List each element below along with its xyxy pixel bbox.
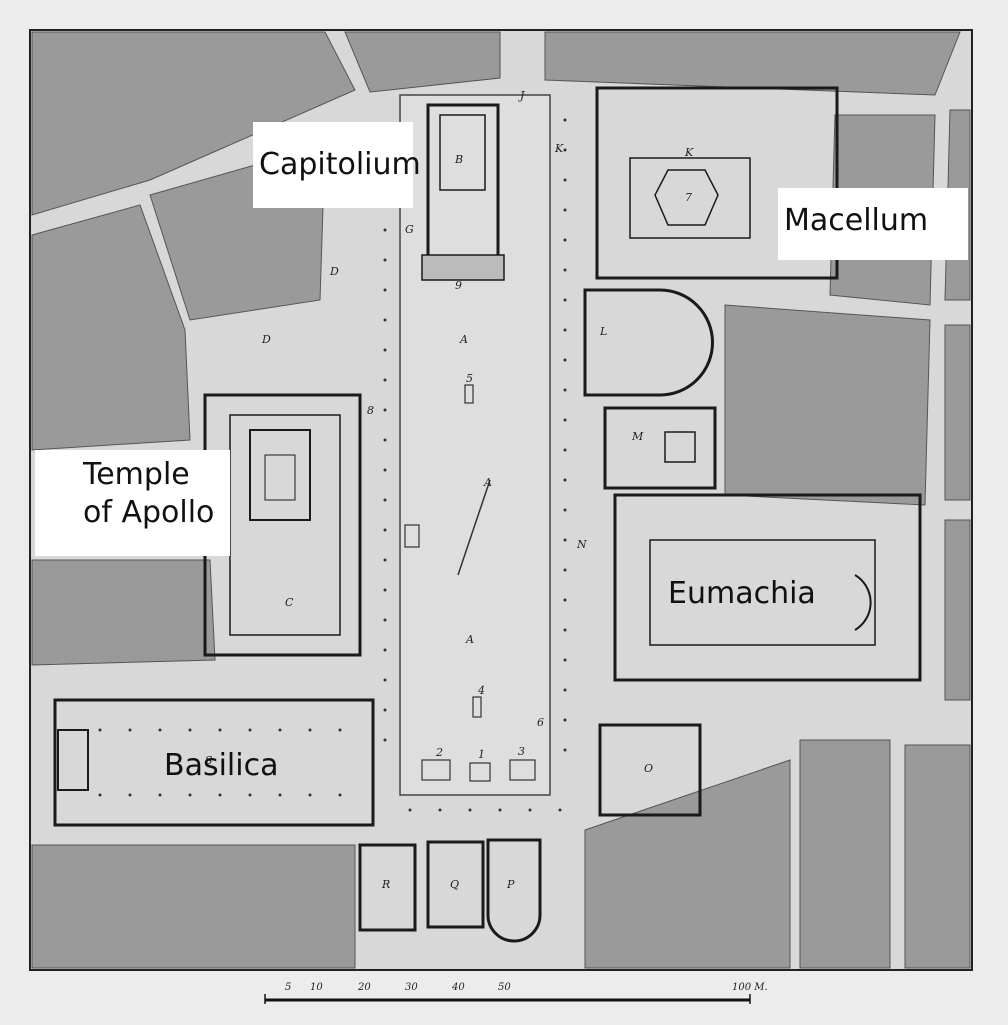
letter-q: Q: [450, 878, 459, 891]
label-macellum: Macellum: [778, 188, 968, 260]
letter-k1: K: [554, 142, 564, 155]
block-n: [344, 31, 501, 93]
number-8: 8: [367, 404, 374, 417]
letter-j: J: [518, 89, 525, 102]
block-s3: [799, 739, 891, 969]
label-basilica: Basilica: [164, 748, 279, 783]
letter-a3: A: [465, 633, 474, 646]
letter-a1: A: [459, 333, 468, 346]
letter-o: O: [644, 762, 653, 775]
eumachia-building: [613, 493, 922, 682]
block-nw: [31, 31, 356, 216]
number-2: 2: [435, 746, 443, 759]
building-o: [598, 723, 702, 817]
letter-g: G: [405, 223, 414, 236]
block-s2: [584, 759, 791, 969]
block-e4: [944, 519, 971, 701]
number-1: 1: [478, 748, 485, 761]
letter-d2: D: [261, 333, 271, 346]
scale-tick-50: 50: [498, 982, 511, 993]
scale-tick-40: 40: [451, 982, 465, 993]
block-e3: [944, 324, 971, 501]
label-temple-apollo-line1: Temple: [83, 457, 190, 492]
scale-tick-20: 20: [357, 982, 371, 993]
block-ne: [544, 31, 961, 96]
number-5: 5: [466, 372, 473, 385]
macellum-building: [595, 86, 839, 280]
scale-tick-100: 100 M.: [732, 982, 768, 993]
block-sw: [31, 559, 216, 666]
letter-c: C: [285, 596, 294, 609]
block-w1: [31, 204, 191, 451]
forum-monuments: [404, 384, 536, 782]
letter-p: P: [506, 878, 515, 891]
number-7: 7: [685, 191, 692, 204]
label-capitolium: Capitolium: [253, 122, 421, 208]
letter-a2: A: [483, 476, 492, 489]
label-temple-apollo-line2: of Apollo: [83, 495, 215, 530]
letter-r: R: [381, 878, 390, 891]
scale-tick-30: 30: [405, 982, 418, 993]
label-temple-apollo: Temple of Apollo: [35, 450, 230, 556]
block-e1: [724, 304, 931, 506]
letter-l: L: [599, 325, 607, 338]
building-l-m: [583, 288, 717, 490]
basilica-building: [53, 698, 375, 827]
capitolium-temple: [421, 103, 505, 281]
number-9: 9: [455, 279, 462, 292]
buildings-r-q-p: [358, 838, 542, 943]
forum-colonnade: [383, 118, 567, 812]
scale-tick-5: 5: [285, 982, 291, 993]
letter-k2: K: [684, 146, 694, 159]
scale-tick-10: 10: [310, 982, 323, 993]
forum-area: [399, 94, 551, 796]
scale-bar: 5 10 20 30 40 50 100 M.: [264, 982, 768, 1004]
plan-letters: B G J K K D D A A A S C L M N O R Q P 2 …: [205, 89, 694, 891]
number-4: 4: [477, 684, 485, 697]
letter-n: N: [576, 538, 587, 551]
basilica-columns: [98, 728, 342, 797]
letter-s: S: [205, 754, 213, 767]
label-eumachia: Eumachia: [668, 576, 816, 611]
letter-d1: D: [329, 265, 339, 278]
number-3: 3: [518, 745, 525, 758]
block-s4: [904, 744, 971, 969]
block-s1: [31, 844, 356, 969]
letter-b: B: [454, 153, 463, 166]
number-6: 6: [537, 716, 544, 729]
letter-m: M: [631, 430, 644, 443]
